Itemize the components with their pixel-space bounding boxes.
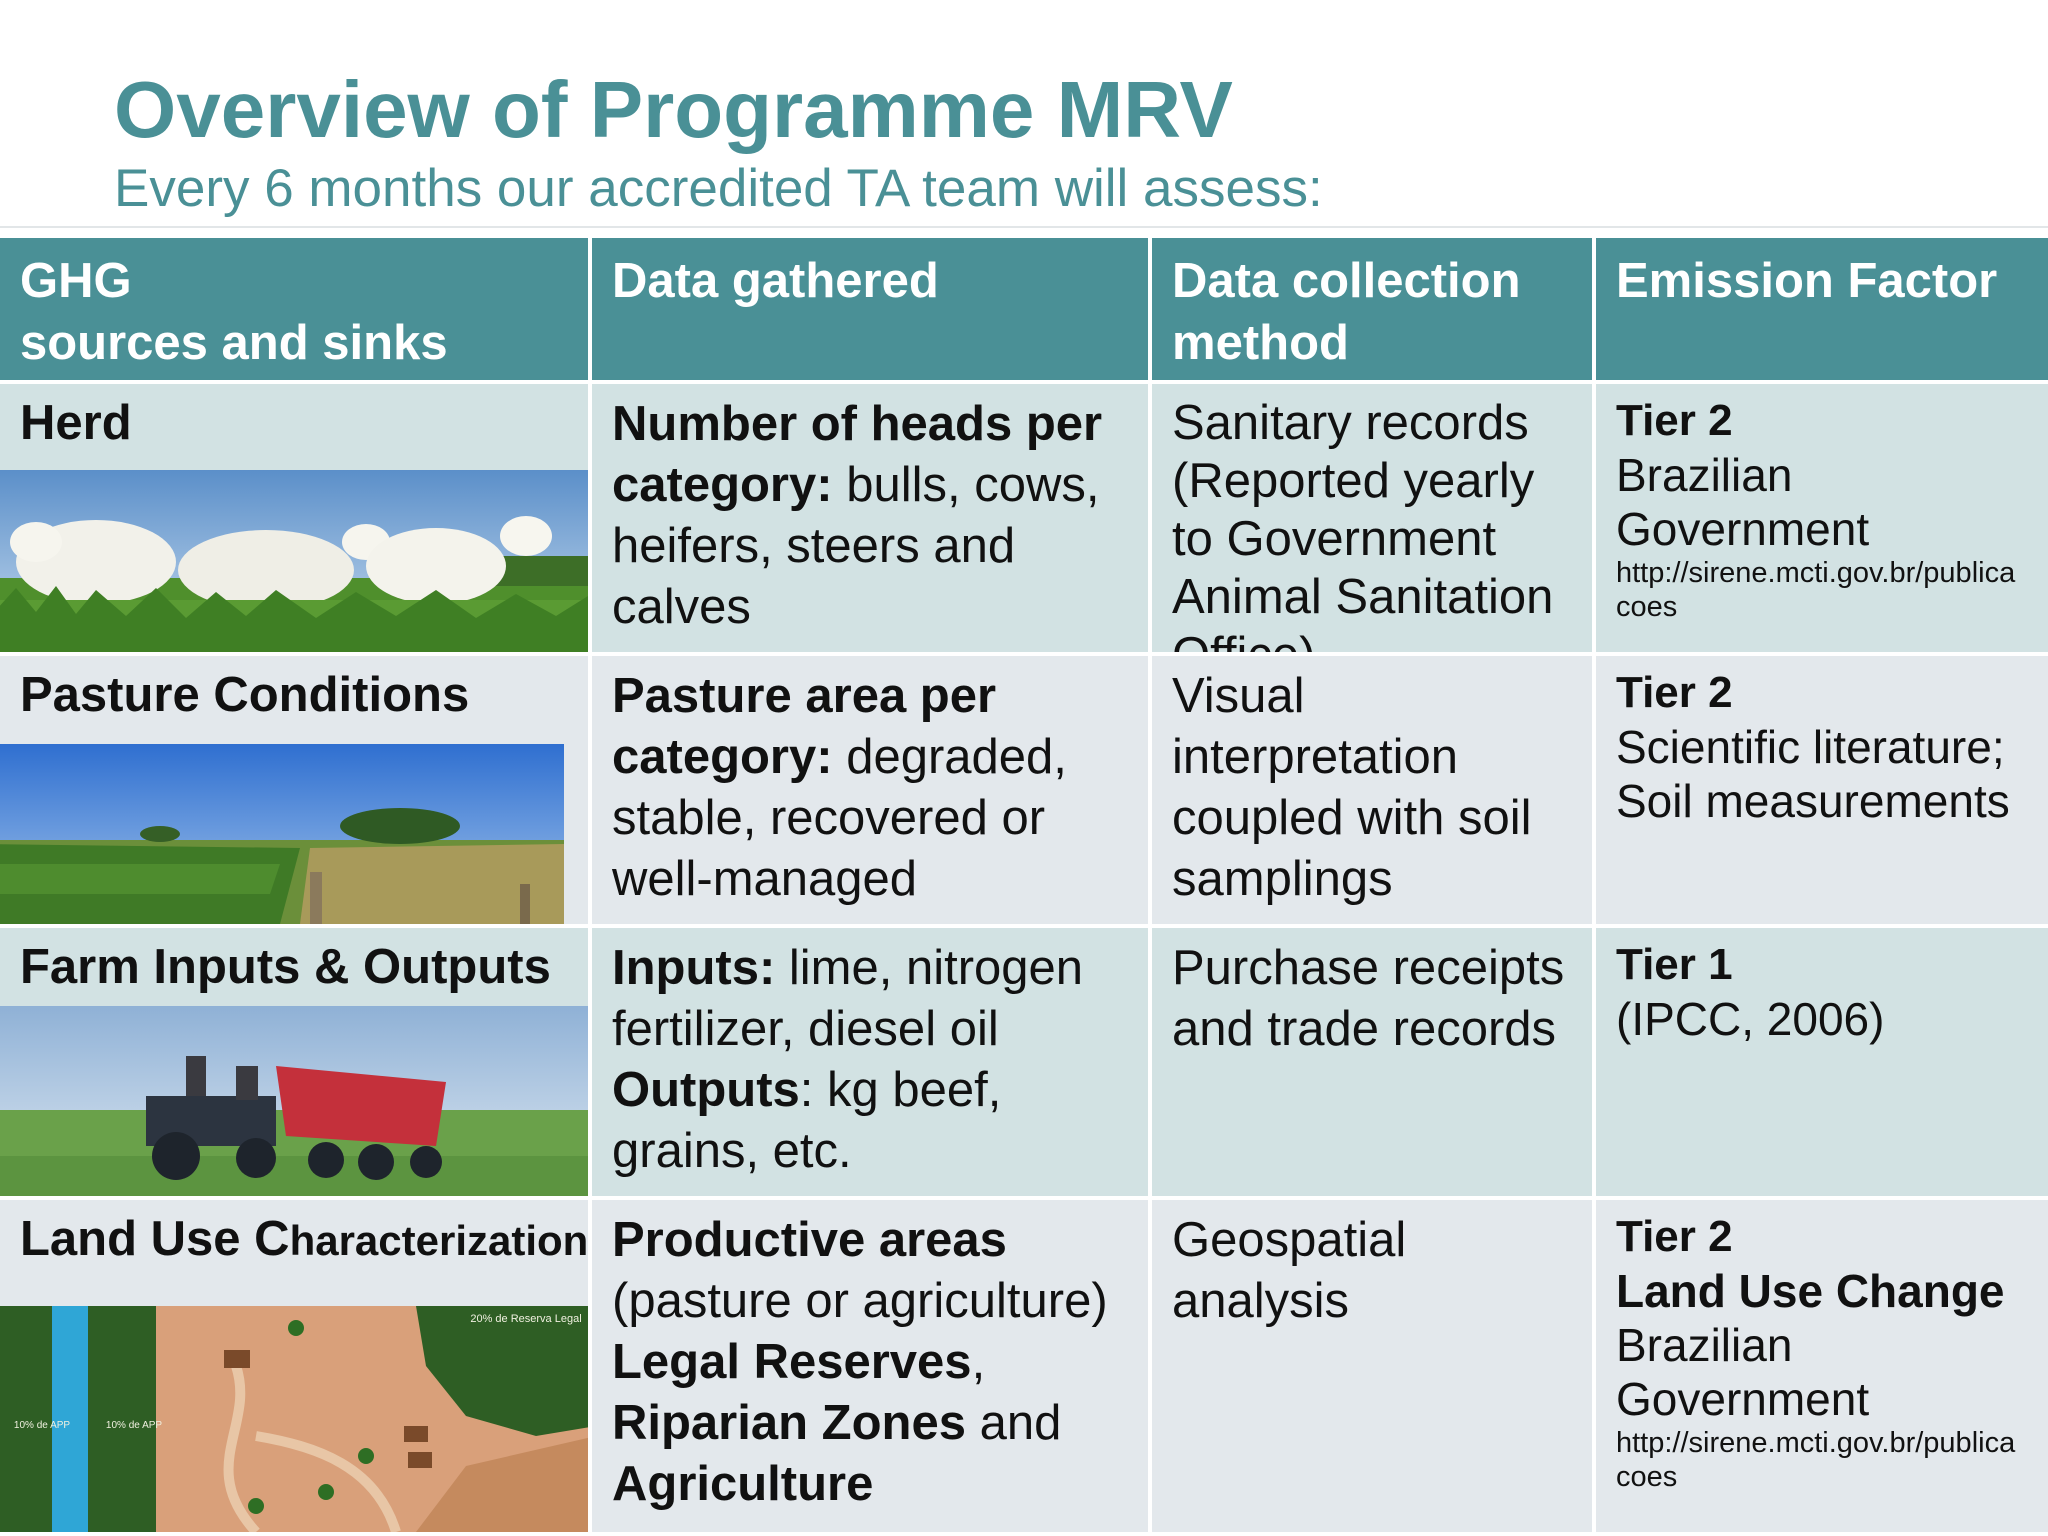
inputs-rest: lime, nitrogen fertilizer, diesel oil bbox=[612, 941, 1084, 1056]
row-pasture-label: Pasture Conditions bbox=[20, 668, 470, 722]
row-herd-factor: Tier 2 Brazilian Government http://siren… bbox=[1596, 384, 2048, 656]
herd-method-text: Sanitary records (Reported yearly to Gov… bbox=[1172, 396, 1554, 656]
row-herd-label: Herd bbox=[20, 396, 132, 450]
herd-data-bold: Number of heads per category: bbox=[612, 397, 1103, 512]
map-app-left: 10% de APP bbox=[14, 1420, 70, 1431]
map-reserve-title: 20% de Reserva Legal bbox=[470, 1313, 581, 1325]
row-landuse-label: Land Use Characterization bbox=[20, 1210, 588, 1270]
landuse-label-small: haracterization bbox=[289, 1217, 589, 1264]
farm-tier: Tier 1 bbox=[1616, 940, 1733, 989]
landuse-d2-rest: , bbox=[971, 1335, 986, 1389]
divider bbox=[0, 226, 2048, 228]
pasture-data-bold: Pasture area per category: bbox=[612, 669, 997, 784]
map-app-right: 10% de APP bbox=[106, 1420, 162, 1431]
outputs-bold: Outputs bbox=[612, 1063, 800, 1117]
landuse-d1-rest: (pasture or agriculture) bbox=[612, 1274, 1108, 1328]
row-pasture-method: Visual interpretation coupled with soil … bbox=[1152, 656, 1596, 928]
cattle-photo bbox=[0, 470, 588, 652]
herd-tier: Tier 2 bbox=[1616, 396, 1733, 445]
farm-factor-text: (IPCC, 2006) bbox=[1616, 993, 1885, 1045]
pasture-method-text: Visual interpretation coupled with soil … bbox=[1172, 669, 1532, 906]
row-pasture-data: Pasture area per category: degraded, sta… bbox=[592, 656, 1152, 928]
page-title: Overview of Programme MRV bbox=[114, 65, 1233, 154]
row-herd-method: Sanitary records (Reported yearly to Gov… bbox=[1152, 384, 1596, 656]
row-herd-source: Herd bbox=[0, 384, 592, 656]
landuse-d1-bold: Productive areas bbox=[612, 1213, 1007, 1267]
row-pasture-factor: Tier 2 Scientific literature; Soil measu… bbox=[1596, 656, 2048, 928]
tractor-photo bbox=[0, 1006, 588, 1196]
landuse-factor-url[interactable]: http://sirene.mcti.gov.br/publicacoes bbox=[1616, 1427, 2016, 1493]
mrv-table: GHG sources and sinks Data gathered Data… bbox=[0, 238, 2048, 1536]
page-subtitle: Every 6 months our accredited TA team wi… bbox=[114, 159, 1323, 218]
pasture-factor-text: Scientific literature; Soil measurements bbox=[1616, 721, 2010, 827]
header-ghg-sources: GHG sources and sinks bbox=[0, 238, 592, 384]
pasture-data-rest: degraded, stable, recovered or well-mana… bbox=[612, 730, 1067, 906]
landuse-d2-bold: Legal Reserves bbox=[612, 1335, 972, 1389]
landuse-factor-bold: Land Use Change bbox=[1616, 1265, 2005, 1317]
header-emission-factor: Emission Factor bbox=[1596, 238, 2048, 384]
row-farm-source: Farm Inputs & Outputs bbox=[0, 928, 592, 1200]
row-landuse-source: Land Use Characterization 20% de Reserva… bbox=[0, 1200, 592, 1536]
farm-method-text: Purchase receipts and trade records bbox=[1172, 941, 1565, 1056]
landuse-d3-rest: and bbox=[965, 1396, 1062, 1450]
landuse-label-big: Land Use C bbox=[20, 1212, 290, 1266]
row-farm-label: Farm Inputs & Outputs bbox=[20, 940, 551, 994]
land-use-map: 20% de Reserva Legal 10% de APP 10% de A… bbox=[0, 1306, 588, 1532]
landuse-factor-text: Brazilian Government bbox=[1616, 1319, 1870, 1425]
header-ghg-line2: sources and sinks bbox=[20, 316, 448, 370]
outputs-rest: : kg beef, grains, etc. bbox=[612, 1063, 1002, 1178]
row-herd-data: Number of heads per category: bulls, cow… bbox=[592, 384, 1152, 656]
row-landuse-method: Geospatial analysis bbox=[1152, 1200, 1596, 1536]
herd-factor-url[interactable]: http://sirene.mcti.gov.br/publicacoes bbox=[1616, 557, 2016, 623]
landuse-method-text: Geospatial analysis bbox=[1172, 1213, 1407, 1328]
row-pasture-source: Pasture Conditions bbox=[0, 656, 592, 928]
landuse-tier: Tier 2 bbox=[1616, 1212, 1733, 1261]
herd-data-rest: bulls, cows, heifers, steers and calves bbox=[612, 458, 1100, 634]
row-farm-method: Purchase receipts and trade records bbox=[1152, 928, 1596, 1200]
header-collection-method: Data collection method bbox=[1152, 238, 1596, 384]
row-farm-data: Inputs: lime, nitrogen fertilizer, diese… bbox=[592, 928, 1152, 1200]
row-landuse-data: Productive areas (pasture or agriculture… bbox=[592, 1200, 1152, 1536]
header-data-gathered: Data gathered bbox=[592, 238, 1152, 384]
landuse-d3-bold: Riparian Zones bbox=[612, 1396, 966, 1450]
header-ghg-line1: GHG bbox=[20, 254, 132, 308]
inputs-bold: Inputs: bbox=[612, 941, 776, 995]
pasture-photo bbox=[0, 744, 564, 924]
pasture-tier: Tier 2 bbox=[1616, 668, 1733, 717]
row-farm-factor: Tier 1 (IPCC, 2006) bbox=[1596, 928, 2048, 1200]
row-landuse-factor: Tier 2 Land Use Change Brazilian Governm… bbox=[1596, 1200, 2048, 1536]
landuse-d4-bold: Agriculture bbox=[612, 1457, 874, 1511]
herd-factor-text: Brazilian Government bbox=[1616, 449, 1870, 555]
